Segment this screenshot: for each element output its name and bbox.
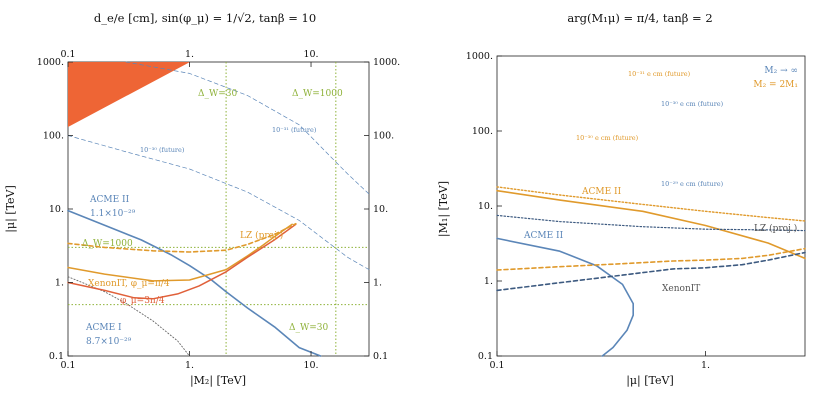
left-acme2-label: ACME II [89,195,130,205]
left-xtick-top-label: 0.1 [60,49,75,60]
left-xtick-label: 10. [303,360,318,371]
left-title: d_e/e [cm], sin(φ_μ) = 1/√2, tanβ = 10 [94,11,316,25]
left-lz-curve [67,222,297,253]
right-xtick-label: 0.1 [489,360,504,371]
right-ytick-label: 0.1 [478,351,493,362]
right-xlabel: |μ| [TeV] [626,374,674,388]
right-acme2-orange-curve [496,189,806,260]
right-ytick-label: 1. [484,276,493,287]
left-gridlines [68,62,369,356]
right-ytick-label: 1000. [466,51,493,62]
left-future30-label: 10⁻³⁰ (future) [140,146,185,154]
right-ytick-label: 10. [478,201,493,212]
left-ytick-right-label: 1000. [373,57,400,68]
left-xenon-curve [67,223,293,282]
left-excluded-region [68,62,190,127]
left-ylabel: |μ| [TeV] [4,185,18,233]
right-acme2-blue: ACME II [523,231,564,241]
right-xenon-blue-curve [496,251,806,292]
left-delta30-top: Δ_W=30 [198,89,238,99]
left-ytick-label: 1. [55,278,64,289]
right-lz-orange-curve [496,186,806,222]
left-xtick-top-label: 1. [185,49,194,60]
left-future30-curve [67,135,370,270]
left-ytick-right-label: 100. [373,131,394,142]
right-f30-orange-label: 10⁻³⁰ e cm (future) [576,134,639,142]
left-xenon-phi3-curve [67,223,297,300]
right-title: arg(M₁μ) = π/4, tanβ = 2 [567,11,712,25]
left-acme2-value: 1.1×10⁻²⁹ [90,209,136,219]
right-xtick-label: 1. [701,360,710,371]
right-f30-blue-label: 10⁻³⁰ e cm (future) [661,100,724,108]
right-xenon-orange-curve [496,247,806,271]
left-xtick-label: 0.1 [60,360,75,371]
left-acme1-value: 8.7×10⁻²⁹ [86,337,132,347]
right-lz-label: LZ (proj.) [754,223,797,234]
left-series-group [67,61,370,357]
right-ticks: 0.1 1. 0.1 1. 10. 100. 1000. [466,51,710,371]
left-ytick-label: 1000. [37,57,64,68]
left-lz-label: LZ (proj.) [240,230,283,241]
left-xenon-phi-label: φ_μ=3π/4 [120,296,165,306]
legend-m2-2m1: M₂ = 2M₁ [753,80,798,90]
left-xtick-label: 1. [185,360,194,371]
legend-m2-inf: M₂ → ∞ [764,66,798,76]
right-ytick-label: 100. [472,126,493,137]
right-panel: arg(M₁μ) = π/4, tanβ = 2 0.1 1. 0.1 1. 10. 10… [437,11,806,388]
right-acme2-blue-curve [496,237,635,357]
right-xenon-label: XenonIT [662,284,700,294]
left-ytick-label: 100. [43,131,64,142]
right-lz-blue-curve [496,214,806,232]
left-delta30-side: Δ_W=30 [289,323,329,333]
left-ytick-right-label: 0.1 [373,351,388,362]
left-xlabel: |M₂| [TeV] [190,374,246,388]
left-delta1000-top: Δ_W=1000 [292,89,343,99]
right-f29-blue-label: 10⁻²⁹ e cm (future) [661,180,724,188]
right-ylabel: |M₁| [TeV] [437,181,451,237]
left-xenon-label: XenonIT, φ_μ=π/4 [88,279,170,289]
left-ytick-right-label: 10. [373,204,388,215]
left-ytick-right-label: 1. [373,278,382,289]
left-panel: d_e/e [cm], sin(φ_μ) = 1/√2, tanβ = 10 0… [4,11,400,388]
left-xtick-top-label: 10. [303,49,318,60]
left-future31-curve [125,61,370,195]
right-series-group [496,186,806,357]
left-acme1-label: ACME I [85,323,122,333]
left-ytick-label: 0.1 [49,351,64,362]
left-future31-label: 10⁻³¹ (future) [272,126,317,134]
right-f31-label: 10⁻³¹ e cm (future) [628,70,691,78]
right-acme2-orange: ACME II [581,187,622,197]
left-ytick-label: 10. [49,204,64,215]
left-delta1000-side: Δ_W=1000 [82,239,133,249]
